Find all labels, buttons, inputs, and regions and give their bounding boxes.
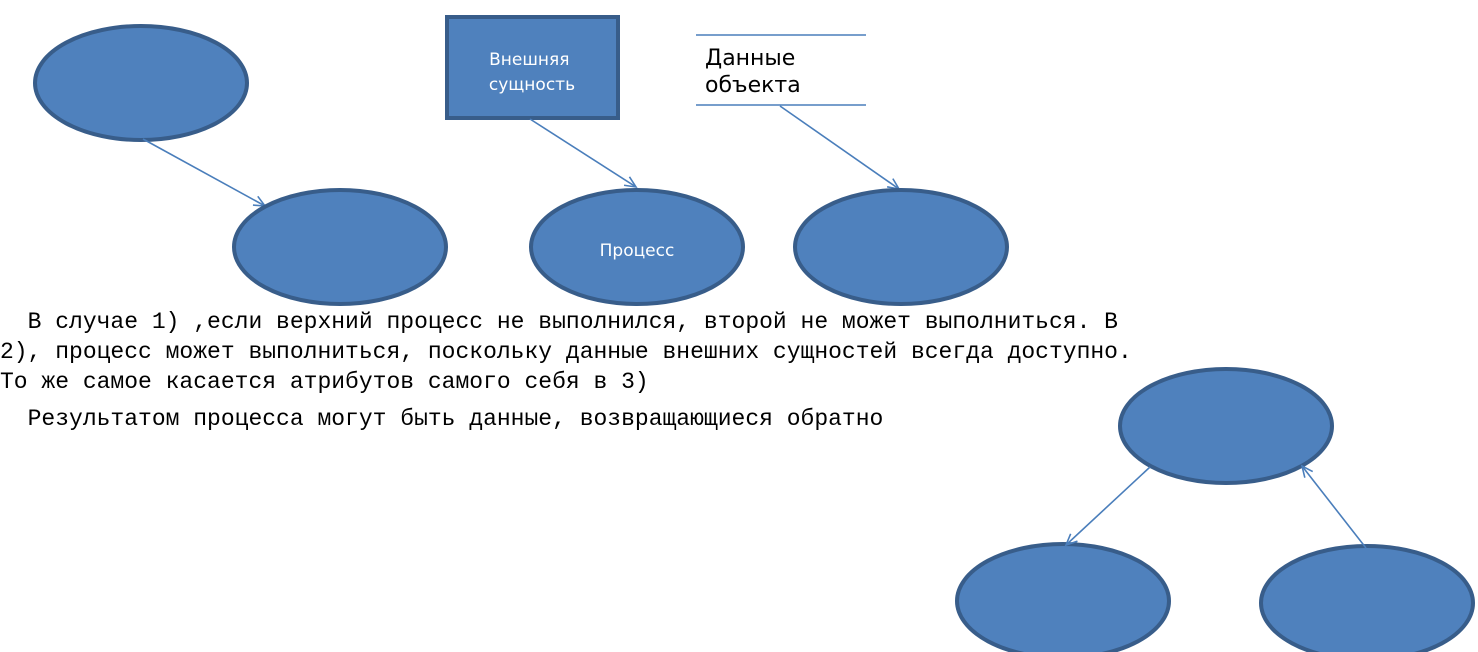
explanation-line-2: 2), процесс может выполниться, поскольку… <box>0 339 1132 365</box>
process-ellipse <box>529 188 745 306</box>
lower-process-ellipse-3 <box>793 188 1009 306</box>
flow-arrow-3 <box>779 105 901 191</box>
upper-process-ellipse <box>33 24 249 142</box>
data-store-label: Данные объекта <box>705 46 802 98</box>
return-left-ellipse <box>955 542 1171 652</box>
result-paragraph: Результатом процесса могут быть данные, … <box>0 406 884 432</box>
lower-process-ellipse-1 <box>232 188 448 306</box>
return-arrow-down <box>1064 466 1151 547</box>
return-top-ellipse <box>1118 367 1334 485</box>
external-entity-box <box>445 15 620 120</box>
explanation-paragraph: В случае 1) ,если верхний процесс не вып… <box>0 307 1132 397</box>
return-arrow-up <box>1300 464 1367 549</box>
flow-arrow-2 <box>529 118 638 189</box>
process-label: Процесс <box>600 241 675 261</box>
flow-arrow-1 <box>142 138 267 207</box>
external-entity-label: Внешняя сущность <box>489 50 575 95</box>
explanation-line-1: В случае 1) ,если верхний процесс не вып… <box>0 309 1118 335</box>
return-right-ellipse <box>1259 544 1475 652</box>
explanation-line-3: То же самое касается атрибутов самого се… <box>0 369 649 395</box>
